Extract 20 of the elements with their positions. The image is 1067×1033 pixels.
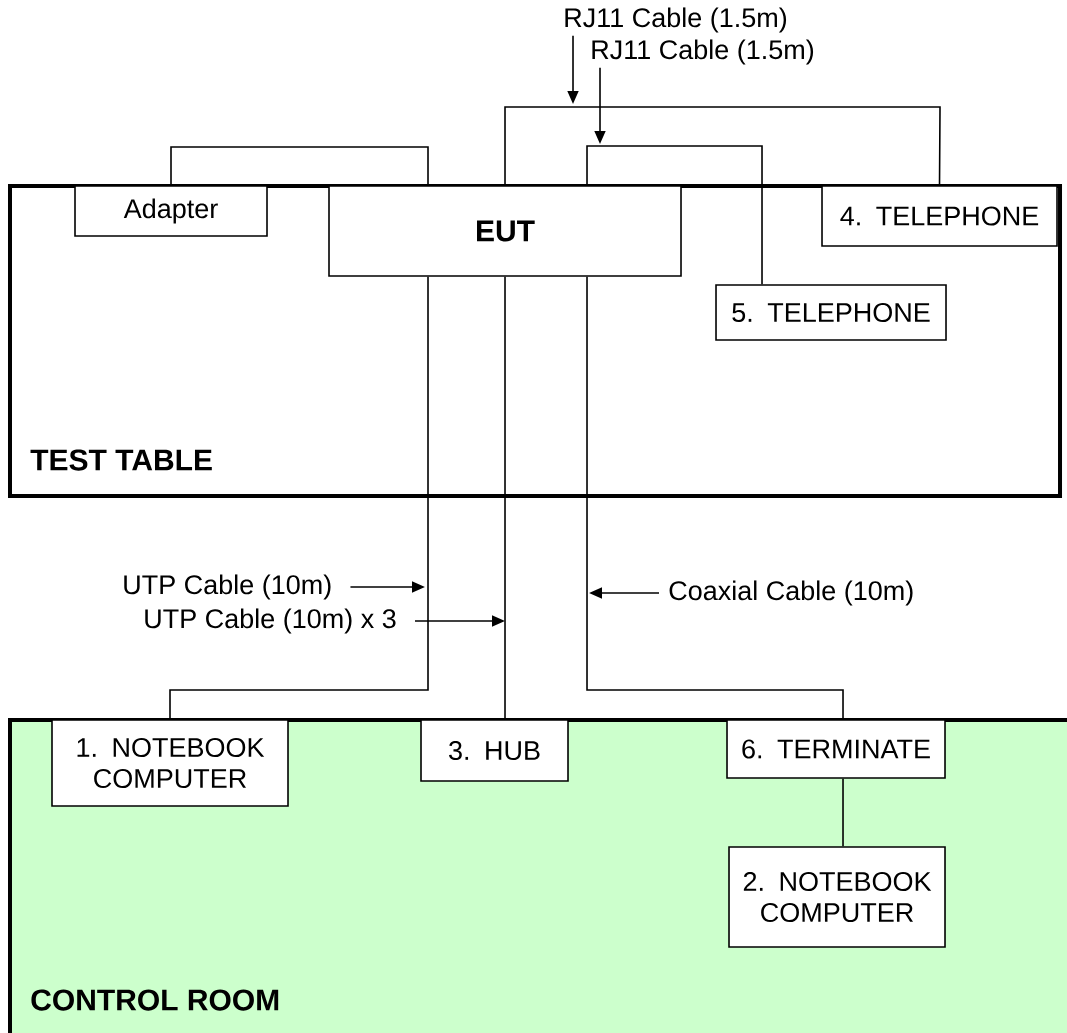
equipment-box: 6. TERMINATE — [726, 719, 946, 779]
equipment-box: EUT — [328, 185, 682, 277]
cable-line — [586, 276, 844, 720]
cable-label: RJ11 Cable (1.5m) — [565, 7, 787, 33]
equipment-box: 3. HUB — [420, 719, 569, 782]
cable-line — [586, 145, 763, 285]
cable-label: UTP Cable (10m) — [124, 574, 331, 600]
cable-line — [842, 778, 844, 847]
equipment-box: Adapter — [74, 185, 268, 237]
equipment-box: 1. NOTEBOOK COMPUTER — [51, 719, 289, 807]
cable-line — [170, 146, 429, 186]
equipment-box: 4. TELEPHONE — [821, 185, 1058, 247]
cable-label: Coaxial Cable (10m) — [669, 580, 913, 606]
cable-line — [169, 276, 429, 720]
cable-line — [504, 106, 941, 186]
equipment-box: 5. TELEPHONE — [715, 284, 947, 341]
equipment-box: 2. NOTEBOOK COMPUTER — [728, 846, 946, 948]
cable-label: RJ11 Cable (1.5m) — [592, 39, 814, 65]
cable-line — [504, 276, 506, 720]
cable-label: UTP Cable (10m) x 3 — [145, 608, 396, 634]
